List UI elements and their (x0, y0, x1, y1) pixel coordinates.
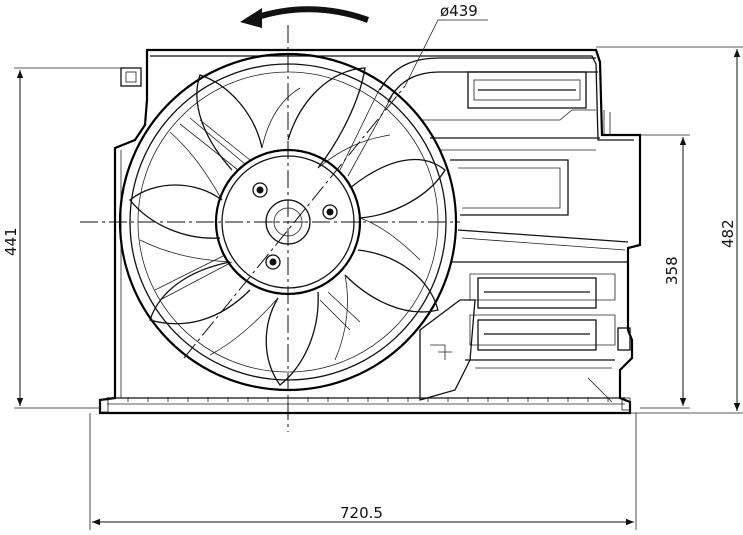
shroud-housing (98, 48, 642, 415)
left-height-label: 441 (2, 227, 20, 256)
diameter-dimension: ø439 (404, 2, 488, 87)
left-height-dimension: 441 (2, 67, 121, 409)
support-struts (154, 87, 393, 331)
shroud-flap-channels (379, 57, 631, 403)
inner-height-label: 358 (663, 256, 681, 285)
right-height-dimension: 482 (596, 46, 743, 414)
inner-height-dimension: 358 (640, 134, 690, 409)
centre-lines (80, 25, 460, 432)
overall-width-label: 720.5 (340, 504, 383, 522)
right-height-label: 482 (719, 219, 737, 248)
diameter-label: ø439 (440, 2, 478, 20)
rotation-direction-arrow (240, 6, 370, 28)
width-dimension: 720.5 (89, 413, 637, 530)
